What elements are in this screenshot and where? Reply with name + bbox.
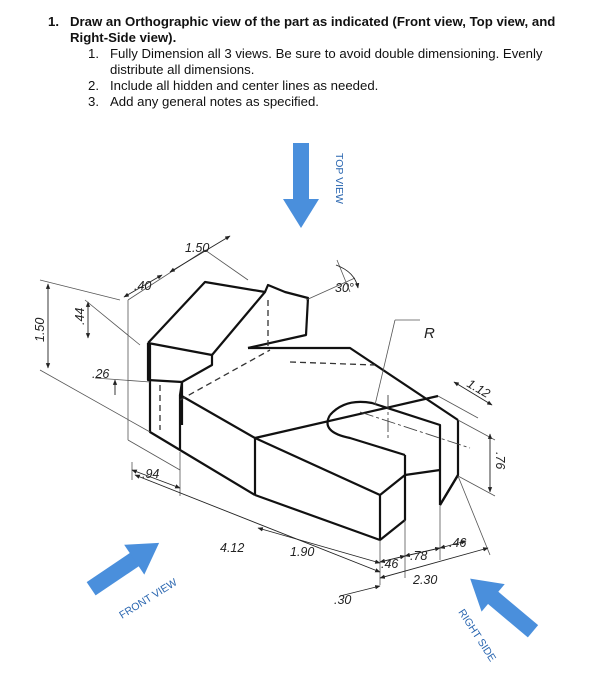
subitem-number: 1. bbox=[88, 46, 99, 61]
instruction-subitem-3: 3. Add any general notes as specified. bbox=[48, 94, 588, 110]
dim-230: 2.30 bbox=[412, 573, 437, 587]
dim-076: .76 bbox=[493, 452, 507, 469]
instruction-subitem-1: 1. Fully Dimension all 3 views. Be sure … bbox=[48, 46, 588, 78]
subitem-text: Fully Dimension all 3 views. Be sure to … bbox=[110, 46, 543, 77]
dim-030-bottom: .30 bbox=[334, 593, 351, 607]
subitem-text: Include all hidden and center lines as n… bbox=[110, 78, 379, 93]
dim-angle-30: 30° bbox=[335, 281, 354, 295]
dim-040: .40 bbox=[134, 279, 151, 293]
dimension-lines bbox=[45, 235, 493, 597]
instructions-block: 1. Draw an Orthographic view of the part… bbox=[48, 14, 588, 110]
dim-radius: R bbox=[424, 325, 435, 342]
top-view-arrow bbox=[283, 143, 319, 228]
dim-046-a: .46 bbox=[381, 557, 398, 571]
dim-044: .44 bbox=[73, 308, 87, 325]
right-side-arrow bbox=[470, 578, 539, 638]
instruction-sublist: 1. Fully Dimension all 3 views. Be sure … bbox=[48, 46, 588, 110]
part-outline bbox=[146, 280, 460, 542]
dim-150-top: 1.50 bbox=[185, 241, 209, 255]
dim-190: 1.90 bbox=[290, 545, 314, 559]
dim-412: 4.12 bbox=[220, 541, 244, 555]
instruction-main-number: 1. bbox=[48, 14, 59, 29]
instruction-main: 1. Draw an Orthographic view of the part… bbox=[48, 14, 588, 46]
subitem-number: 3. bbox=[88, 94, 99, 109]
dim-078: .78 bbox=[410, 549, 427, 563]
instruction-subitem-2: 2. Include all hidden and center lines a… bbox=[48, 78, 588, 94]
center-lines bbox=[359, 395, 471, 449]
front-view-label: FRONT VIEW bbox=[117, 576, 179, 621]
subitem-text: Add any general notes as specified. bbox=[110, 94, 319, 109]
dim-046-b: .46 bbox=[449, 536, 466, 550]
dim-026: .26 bbox=[92, 367, 109, 381]
dim-094: .94 bbox=[142, 467, 159, 481]
subitem-number: 2. bbox=[88, 78, 99, 93]
hidden-lines bbox=[159, 300, 376, 430]
right-side-label: RIGHT SIDE bbox=[455, 607, 498, 664]
top-view-label: TOP VIEW bbox=[333, 153, 345, 204]
dimension-labels: 1.50 .40 1.50 .44 .26 .94 4.12 1.90 .30 … bbox=[33, 241, 507, 607]
dim-150-left: 1.50 bbox=[33, 318, 47, 342]
instruction-main-text: Draw an Orthographic view of the part as… bbox=[70, 14, 556, 45]
